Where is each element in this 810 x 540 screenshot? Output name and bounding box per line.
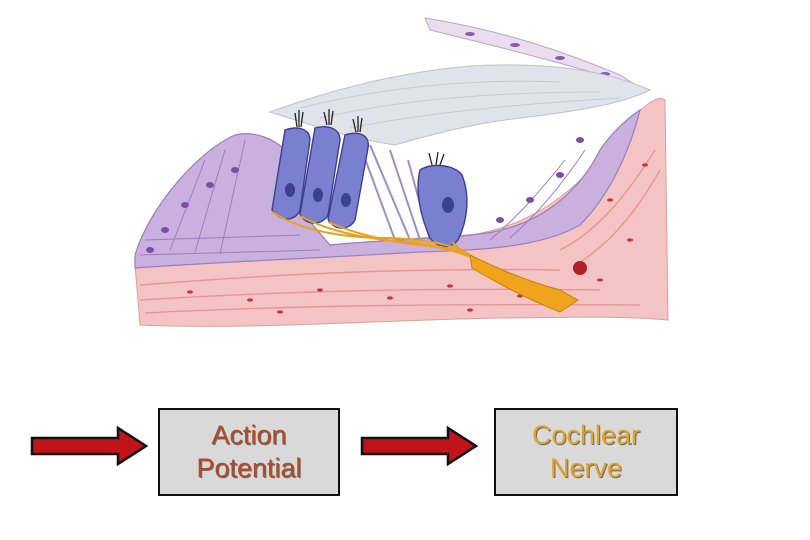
cochlear-nerve-label: Cochlear Nerve (531, 420, 641, 483)
right-arrow-icon (30, 426, 148, 466)
blood-vessel (573, 261, 587, 275)
supporting-cell-nuclei (146, 137, 584, 253)
cochlear-nerve-box: Cochlear Nerve (494, 408, 678, 496)
stereocilia (294, 109, 445, 166)
action-potential-label: Action Potential (196, 420, 302, 483)
outer-hair-cell-nuclei (285, 183, 351, 207)
outer-hair-cells (271, 126, 369, 229)
supporting-cells (134, 108, 641, 269)
nerve-bundle (469, 254, 579, 313)
membrane-strand-nuclei (465, 32, 610, 76)
tectorial-membrane-fibers (299, 80, 621, 129)
supporting-cell-outlines (139, 139, 586, 256)
right-arrow-icon (360, 426, 478, 466)
inner-hair-cell-nucleus (442, 197, 454, 213)
action-potential-box: Action Potential (158, 408, 340, 496)
